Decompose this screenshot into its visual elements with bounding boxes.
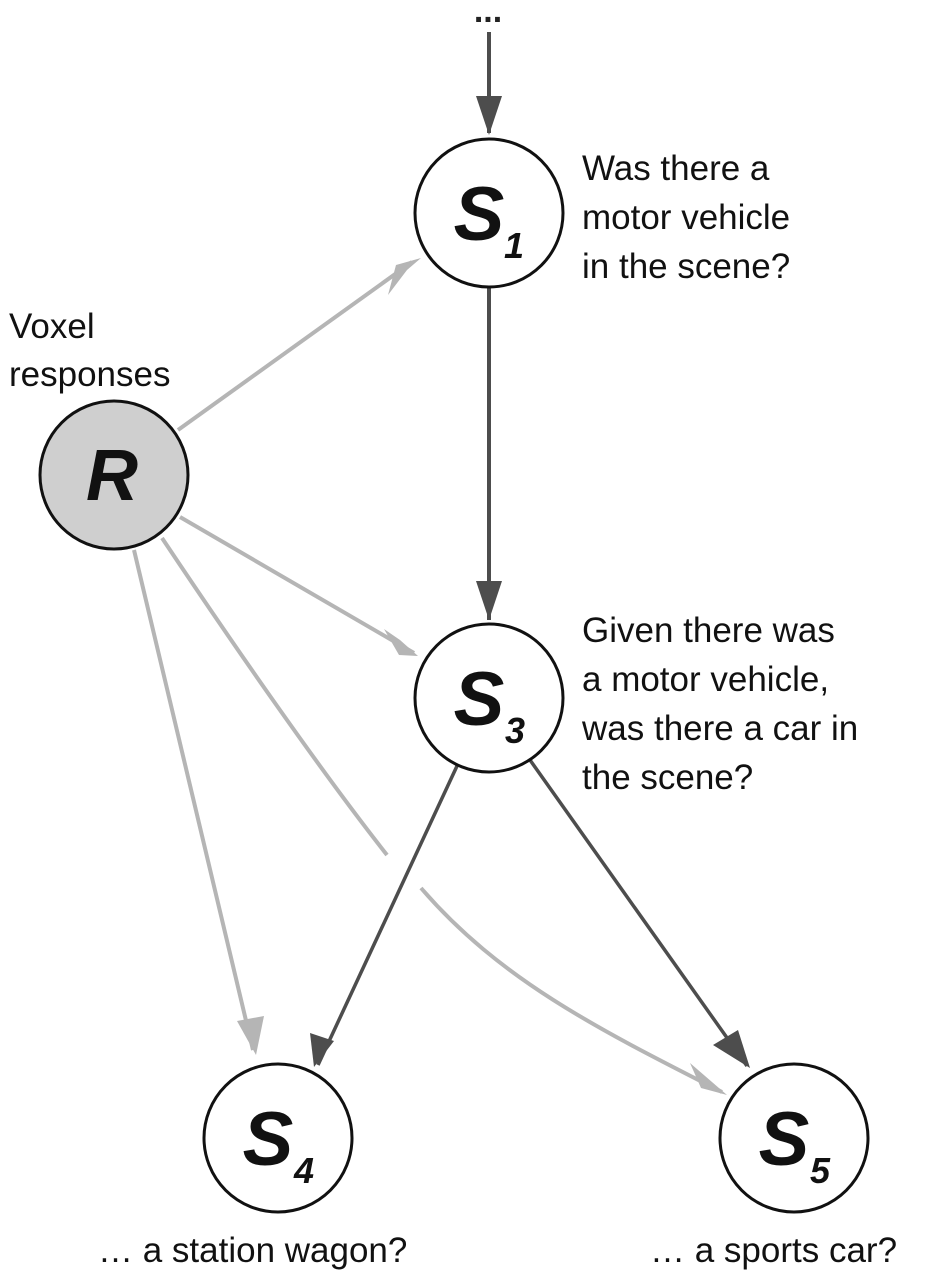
s3-question: Given there was a motor vehicle, was the… bbox=[581, 611, 858, 797]
node-s4: S 4 bbox=[202, 1062, 354, 1214]
light-edges bbox=[132, 258, 727, 1095]
edge-r-to-s5-part2 bbox=[419, 886, 723, 1094]
arrowhead-top-to-s1 bbox=[476, 96, 502, 135]
edge-r-to-s3 bbox=[178, 515, 416, 655]
arrowhead-r-to-s5 bbox=[690, 1063, 727, 1095]
arrowhead-r-to-s1 bbox=[388, 258, 421, 295]
edge-r-to-s5-part1 bbox=[160, 536, 389, 857]
arrowhead-r-to-s3 bbox=[384, 629, 418, 656]
node-s3-subscript: 3 bbox=[505, 710, 525, 751]
node-s5: S 5 bbox=[718, 1062, 870, 1214]
s3-question-line-3: was there a car in bbox=[581, 709, 858, 748]
s4-question: … a station wagon? bbox=[98, 1231, 407, 1270]
node-s1-letter: S bbox=[454, 172, 505, 257]
node-s4-circle bbox=[202, 1062, 354, 1214]
edge-r-to-s4 bbox=[132, 549, 255, 1051]
r-label-line-2: responses bbox=[9, 355, 170, 394]
s3-question-line-4: the scene? bbox=[582, 758, 753, 797]
edge-s3-to-s5 bbox=[528, 758, 749, 1068]
node-s5-letter: S bbox=[759, 1097, 810, 1182]
s5-question: … a sports car? bbox=[650, 1231, 897, 1270]
top-ellipsis: ... bbox=[474, 0, 502, 30]
node-s1: S 1 bbox=[413, 137, 565, 289]
node-r-letter: R bbox=[86, 436, 138, 516]
node-s3: S 3 bbox=[413, 622, 565, 774]
r-label: Voxel responses bbox=[9, 307, 170, 394]
s3-question-line-2: a motor vehicle, bbox=[582, 660, 829, 699]
edge-s3-to-s4 bbox=[316, 765, 459, 1066]
arrowhead-s3-to-s5 bbox=[713, 1030, 750, 1068]
node-s5-subscript: 5 bbox=[810, 1150, 831, 1191]
s1-question-line-3: in the scene? bbox=[582, 247, 790, 286]
node-s1-circle bbox=[413, 137, 565, 289]
node-r-circle bbox=[38, 399, 190, 551]
node-s5-circle bbox=[718, 1062, 870, 1214]
arrowhead-r-to-s4 bbox=[237, 1016, 264, 1055]
edge-r-to-s1 bbox=[176, 260, 414, 432]
node-s4-letter: S bbox=[243, 1097, 294, 1182]
r-label-line-1: Voxel bbox=[9, 307, 95, 346]
s1-question: Was there a motor vehicle in the scene? bbox=[582, 149, 790, 286]
node-r: R bbox=[38, 399, 190, 551]
s3-question-line-1: Given there was bbox=[582, 611, 835, 650]
s1-question-line-1: Was there a bbox=[582, 149, 770, 188]
node-s1-subscript: 1 bbox=[504, 225, 524, 266]
dark-edges bbox=[310, 32, 750, 1068]
s1-question-line-2: motor vehicle bbox=[582, 198, 790, 237]
arrowhead-s1-to-s3 bbox=[476, 581, 502, 620]
node-s3-letter: S bbox=[454, 657, 505, 742]
node-s3-circle bbox=[413, 622, 565, 774]
node-s4-subscript: 4 bbox=[293, 1150, 314, 1191]
arrowhead-s3-to-s4 bbox=[310, 1033, 334, 1067]
